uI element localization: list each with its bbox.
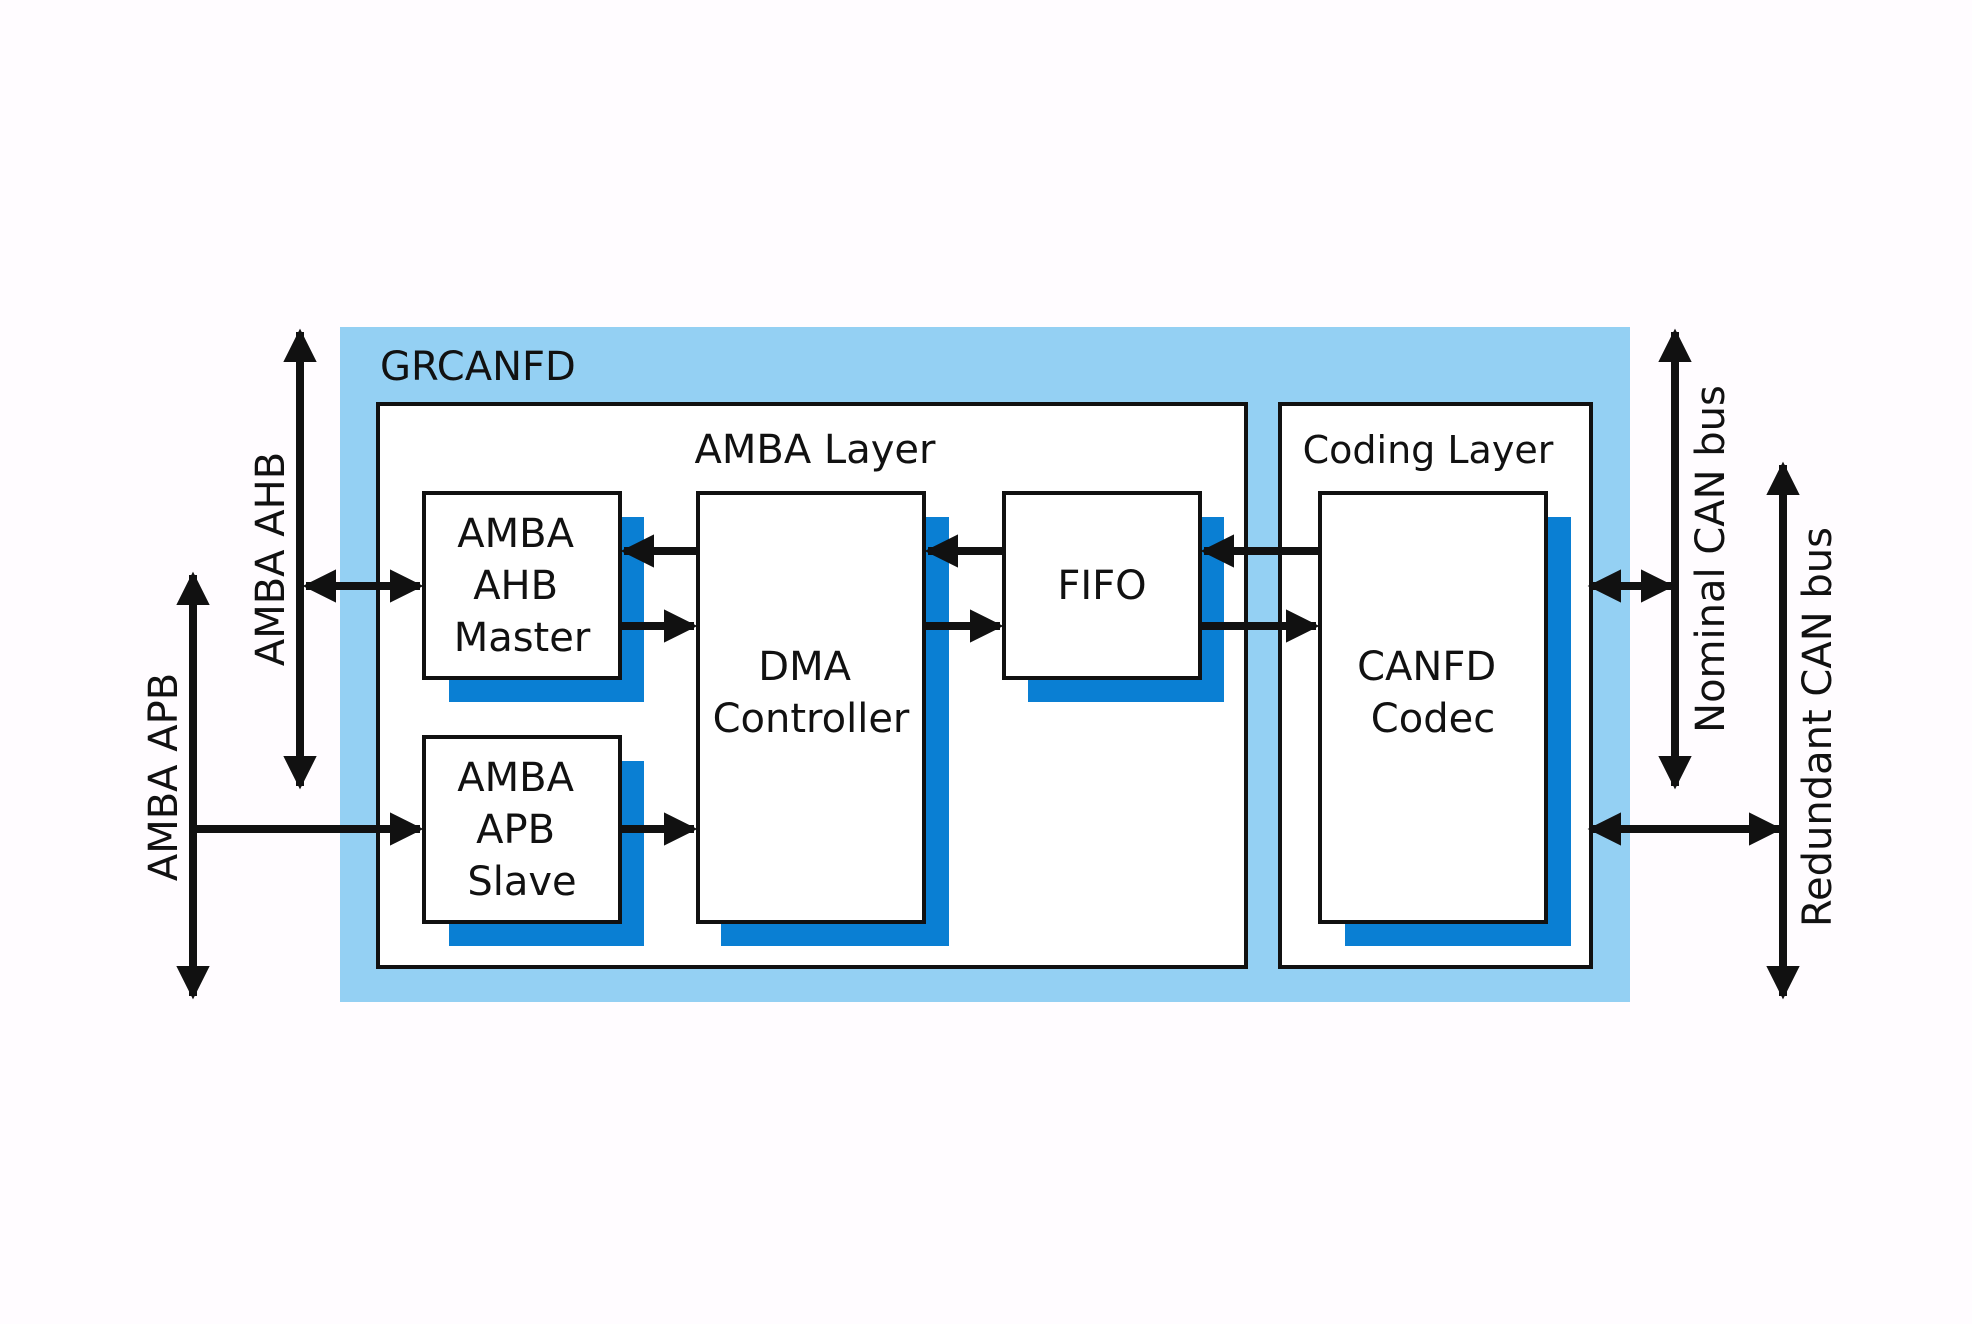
dma-controller-label: DMA Controller: [713, 644, 910, 742]
coding-layer-label: Coding Layer: [1303, 428, 1554, 472]
fifo-label: FIFO: [1057, 563, 1146, 609]
apb-slave-line-3: Slave: [467, 859, 576, 905]
ahb-master-line-3: Master: [454, 615, 591, 661]
fifo-box: [1002, 491, 1202, 680]
grcanfd-title: GRCANFD: [380, 344, 576, 390]
amba-ahb-label: AMBA AHB: [248, 452, 294, 666]
ahb-master-label: AMBA AHB Master: [454, 511, 591, 661]
ahb-master-line-2: AHB: [473, 563, 558, 609]
dma-line-1: DMA: [758, 644, 851, 690]
apb-slave-line-1: AMBA: [457, 755, 574, 801]
redundant-can-bus-label: Redundant CAN bus: [1795, 527, 1841, 927]
amba-apb-label: AMBA APB: [141, 673, 187, 881]
nominal-can-bus-label: Nominal CAN bus: [1688, 385, 1734, 733]
dma-line-2: Controller: [713, 696, 910, 742]
apb-slave-label: AMBA APB Slave: [457, 755, 586, 905]
codec-line-1: CANFD: [1357, 644, 1496, 690]
ahb-master-box: [422, 491, 622, 680]
dma-controller-box: [696, 491, 926, 924]
amba-layer-label: AMBA Layer: [695, 427, 936, 473]
canfd-codec-box: [1318, 491, 1548, 924]
apb-slave-line-2: APB: [476, 807, 555, 853]
ahb-master-line-1: AMBA: [457, 511, 574, 557]
apb-slave-box: [422, 735, 622, 924]
codec-line-2: Codec: [1371, 696, 1495, 742]
canfd-codec-label: CANFD Codec: [1357, 644, 1509, 742]
